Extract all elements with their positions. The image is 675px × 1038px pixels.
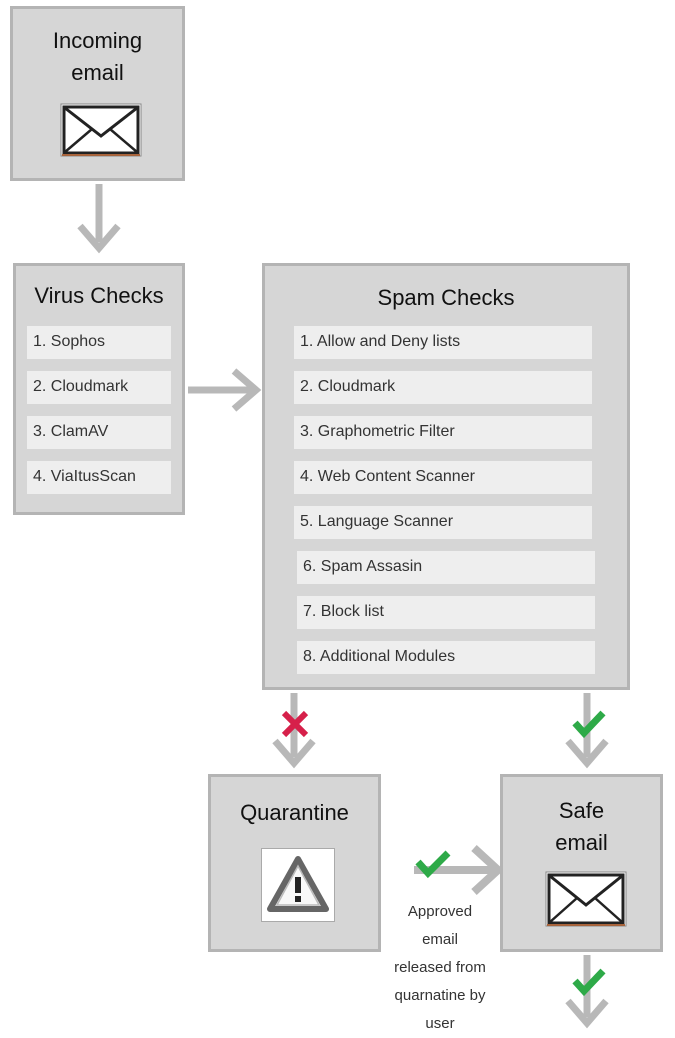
spam-check-item-2: 2. Cloudmark	[294, 371, 592, 404]
incoming-email-box: Incoming email	[10, 6, 185, 181]
spam-check-item-3: 3. Graphometric Filter	[294, 416, 592, 449]
deliver-check-icon	[572, 968, 606, 997]
spam-check-item-6: 6. Spam Assasin	[297, 551, 595, 584]
caption-line: quarnatine by user	[394, 987, 486, 1032]
safe-email-title: Safe email	[503, 795, 660, 859]
right-arrow-release	[414, 845, 504, 895]
warning-icon	[261, 848, 335, 922]
spam-checks-title: Spam Checks	[377, 285, 515, 310]
down-arrow-approve	[565, 693, 609, 769]
approve-check-icon	[572, 710, 606, 739]
spam-checks-box: Spam Checks 1. Allow and Deny lists 2. Cl…	[262, 263, 630, 690]
spam-check-item-7: 7. Block list	[297, 596, 595, 629]
quarantine-box: Quarantine	[208, 774, 381, 952]
caption-line: Approved	[407, 903, 473, 920]
spam-check-item-1: 1. Allow and Deny lists	[294, 326, 592, 359]
virus-check-item-2: 2. Cloudmark	[27, 371, 171, 404]
right-arrow-virus-to-spam	[188, 368, 262, 412]
quarantine-title: Quarantine	[240, 800, 349, 825]
safe-title-line1: Safe	[558, 798, 605, 823]
incoming-email-title: Incoming email	[13, 25, 182, 89]
caption-line: released from	[394, 959, 486, 976]
virus-check-item-1: 1. Sophos	[27, 326, 171, 359]
spam-check-item-4: 4. Web Content Scanner	[294, 461, 592, 494]
release-check-icon	[415, 850, 451, 879]
virus-checks-box: Virus Checks 1. Sophos 2. Cloudmark 3. Cla…	[13, 263, 185, 515]
down-arrow-incoming	[77, 184, 121, 254]
envelope-icon	[545, 871, 627, 927]
caption-line: email	[422, 931, 458, 948]
incoming-title-line1: Incoming	[52, 28, 143, 53]
incoming-title-line2: email	[71, 60, 124, 85]
envelope-icon	[60, 103, 142, 157]
safe-email-box: Safe email	[500, 774, 663, 952]
spam-check-item-8: 8. Additional Modules	[297, 641, 595, 674]
spam-check-item-5: 5. Language Scanner	[294, 506, 592, 539]
down-arrow-reject	[272, 693, 316, 769]
safe-title-line2: email	[555, 830, 608, 855]
down-arrow-deliver	[565, 955, 609, 1029]
virus-check-item-3: 3. ClamAV	[27, 416, 171, 449]
virus-checks-title: Virus Checks	[34, 283, 164, 308]
release-caption: Approved email released from quarnatine …	[378, 898, 502, 1032]
reject-x-icon	[281, 710, 309, 738]
virus-check-item-4: 4. ViaItusScan	[27, 461, 171, 494]
